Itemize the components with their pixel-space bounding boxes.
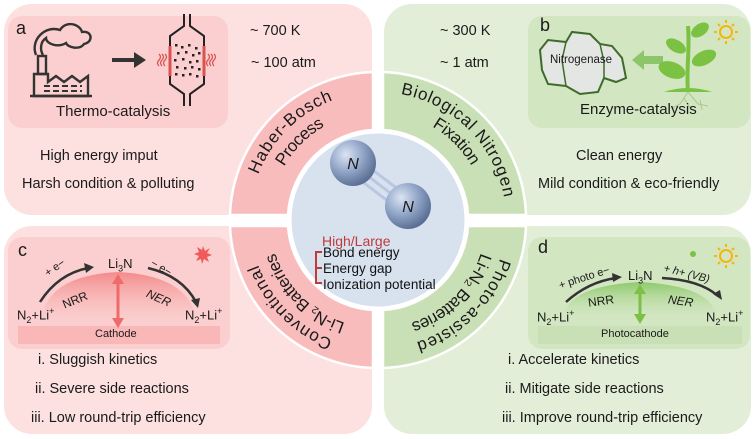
panel-a-caption: Thermo-catalysis	[56, 103, 171, 120]
reactor-icon	[156, 14, 217, 106]
panel-d-electrode: Photocathode	[601, 328, 669, 340]
panel-c-reactant-left: N2+Li+	[17, 306, 55, 325]
panel-c-letter: c	[18, 240, 27, 260]
panel-d-point-1: i. Accelerate kinetics	[508, 352, 640, 368]
ribbon-haber-bosch	[228, 70, 375, 217]
ribbon-conventional-battery	[228, 224, 375, 370]
panel-d-reaction-diagram	[538, 244, 742, 344]
center-circle	[288, 130, 468, 310]
panel-d-reactant-left: N2+Li+	[537, 308, 575, 327]
photocathode-bar	[538, 326, 742, 344]
panel-d-point-2: ii. Mitigate side reactions	[505, 381, 664, 397]
panel-c-electrode: Cathode	[95, 328, 137, 340]
panel-d-point-3: iii. Improve round-trip efficiency	[502, 410, 703, 426]
property-bond-energy: Bond energy	[323, 245, 400, 260]
panel-d-reactant-right: N2+Li+	[706, 308, 744, 327]
panel-c-point-1: i. Sluggish kinetics	[38, 352, 158, 368]
atom-label-1: N	[347, 156, 359, 173]
panel-d-letter: d	[538, 237, 549, 257]
heat-icon	[156, 53, 217, 67]
property-ionization-potential: Ionization potential	[323, 277, 436, 292]
panel-a-point-1: High energy imput	[40, 148, 158, 164]
property-energy-gap: Energy gap	[323, 261, 392, 276]
n2-molecule: N N	[330, 140, 431, 229]
panel-a-point-2: Harsh condition & polluting	[22, 176, 195, 192]
left-arrow-icon	[632, 50, 663, 70]
plant-icon	[658, 22, 717, 111]
property-heading: High/Large	[322, 233, 391, 249]
enzyme-label: Nitrogenase	[550, 54, 613, 66]
ribbon-photo-battery	[381, 224, 528, 370]
panel-a-letter: a	[16, 18, 27, 38]
spark-icon	[194, 246, 212, 264]
factory-icon	[30, 22, 92, 98]
panel-b-temperature: ~ 300 K	[440, 23, 491, 39]
panel-c-point-2: ii. Severe side reactions	[35, 381, 189, 397]
panel-c-reaction-diagram	[18, 246, 220, 344]
nitrogen-atom-1	[330, 140, 376, 186]
nitrogen-atom-2	[385, 183, 431, 229]
panel-a-illustration-box	[8, 16, 228, 128]
panel-c-reactant-right: N2+Li+	[185, 306, 223, 325]
panel-b-pressure: ~ 1 atm	[440, 55, 489, 71]
panel-a-temperature: ~ 700 K	[250, 23, 301, 39]
cathode-bar	[18, 326, 220, 344]
light-dot-icon	[690, 251, 696, 257]
atom-label-2: N	[402, 199, 414, 216]
property-bracket	[315, 251, 322, 284]
panel-b-point-1: Clean energy	[576, 148, 663, 164]
panel-d-product: Li3N	[628, 268, 653, 286]
sun-icon-d	[714, 244, 738, 268]
panel-a-pressure: ~ 100 atm	[251, 55, 316, 71]
panel-c-product: Li3N	[108, 256, 133, 274]
panel-b-caption: Enzyme-catalysis	[580, 101, 697, 118]
sun-icon	[714, 20, 738, 44]
panel-b-point-2: Mild condition & eco-friendly	[538, 176, 720, 192]
ribbon-biological-fixation	[381, 70, 528, 217]
panel-b-letter: b	[540, 15, 551, 35]
panel-c-point-3: iii. Low round-trip efficiency	[31, 410, 206, 426]
nitrogenase-enzyme-icon	[538, 30, 628, 96]
right-arrow-icon	[112, 52, 146, 68]
